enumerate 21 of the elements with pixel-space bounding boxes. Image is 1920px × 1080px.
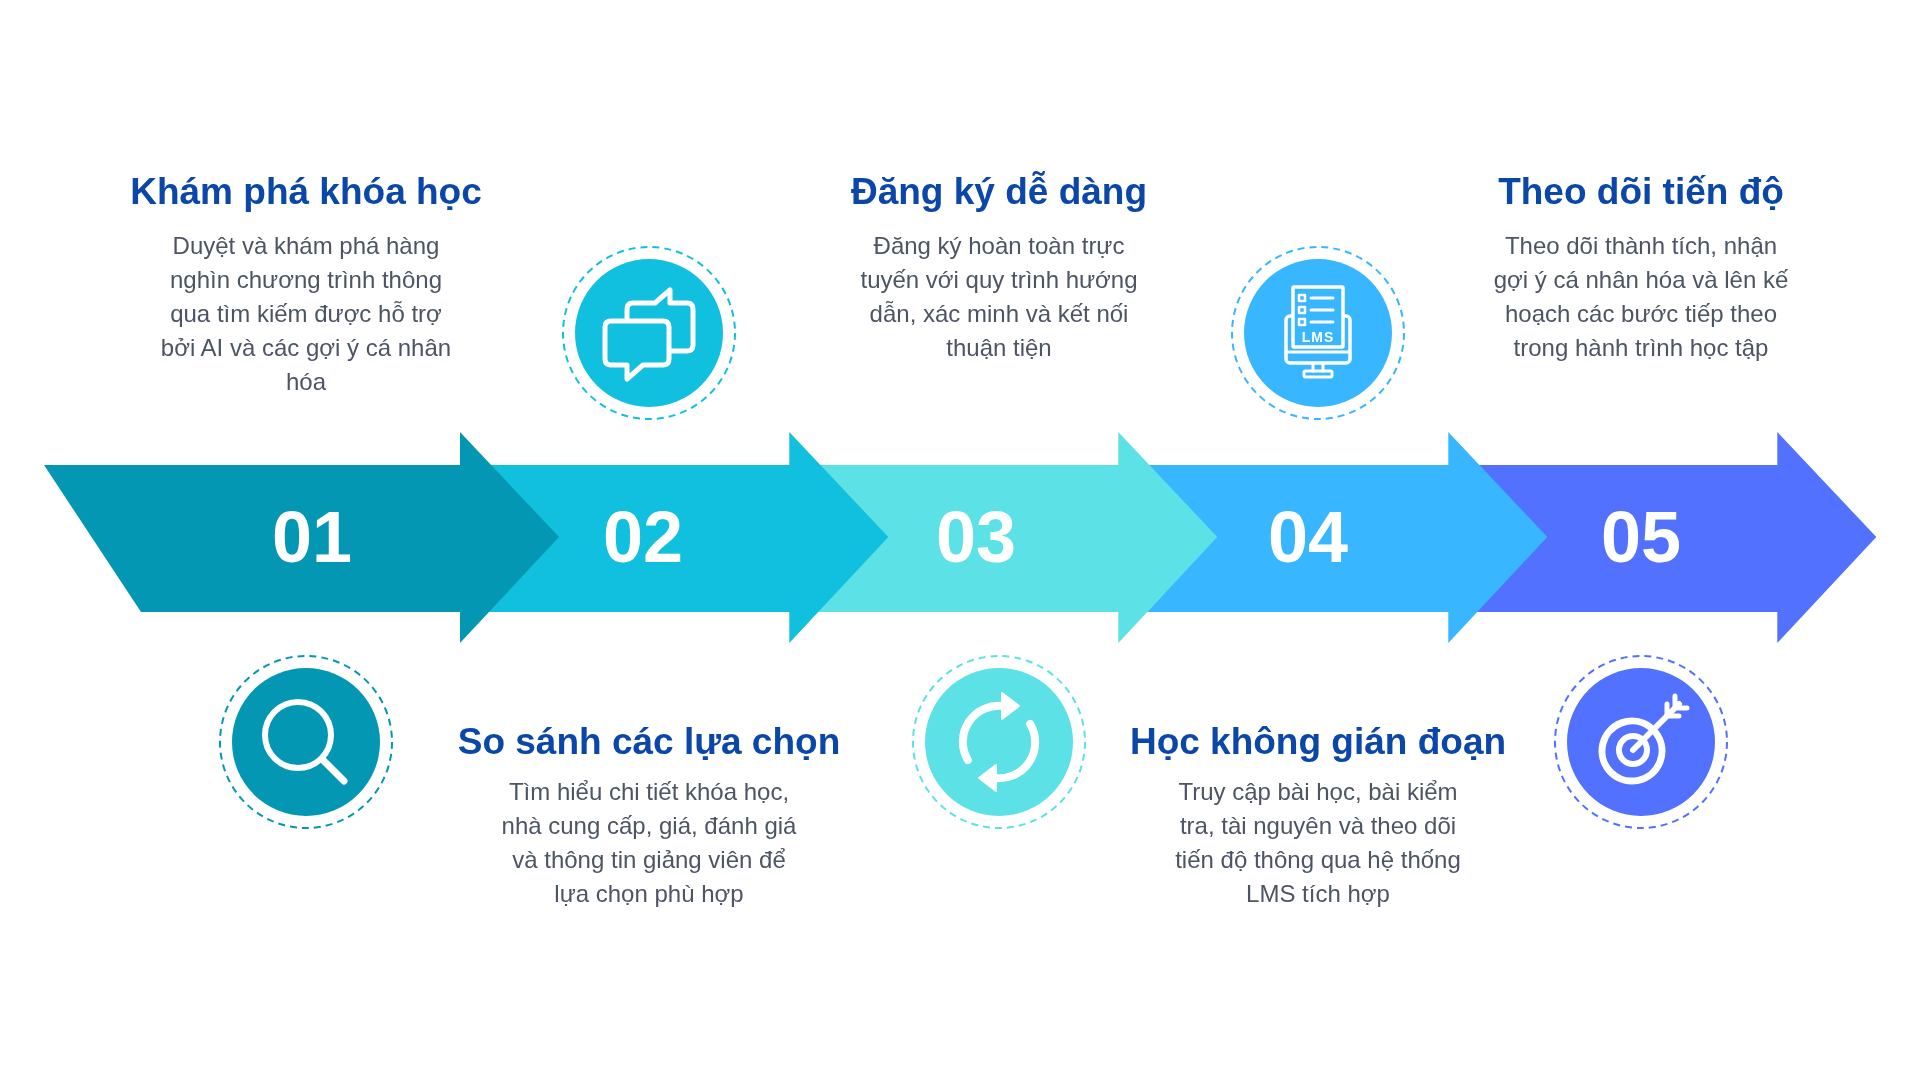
step-title: Khám phá khóa học [130, 170, 482, 214]
arrow-segment [44, 432, 559, 643]
arrow-segment [1475, 432, 1877, 643]
step-number: 01 [271, 501, 353, 573]
step-title: Đăng ký dễ dàng [850, 170, 1148, 214]
step-description: Đăng ký hoàn toàn trực tuyến với quy trình hướng dẫn, xác minh và kết nối thuận tiện [859, 231, 1139, 363]
step-description: Tìm hiểu chi tiết khóa học, nhà cung cấp, giá, đánh giá và thông tin giảng viên để lựa chọn phù hợp [500, 777, 798, 909]
step-description: Truy cập bài học, bài kiểm tra, tài nguyên và theo dõi tiến độ thông qua hệ thống LMS tích hợp [1174, 777, 1462, 909]
step-number: 05 [1600, 501, 1682, 573]
screen-text: LMS [1301, 330, 1335, 344]
arrow-segment [1146, 432, 1547, 643]
step-title: Học không gián đoạn [1129, 720, 1507, 764]
arrow-segment [817, 432, 1218, 643]
step-description: Duyệt và khám phá hàng nghìn chương trình thông qua tìm kiếm được hỗ trợ bởi AI và các gợi ý cá nhân hóa [159, 231, 453, 397]
step-number: 02 [602, 501, 684, 573]
step-title: So sánh các lựa chọn [457, 720, 841, 764]
arrow-segment [488, 432, 889, 643]
step-title: Theo dõi tiến độ [1498, 170, 1784, 214]
step-number: 04 [1267, 501, 1349, 573]
step-number: 03 [935, 501, 1017, 573]
step-description: Theo dõi thành tích, nhận gợi ý cá nhân hóa và lên kế hoạch các bước tiếp theo trong hành trình học tập [1492, 231, 1790, 363]
